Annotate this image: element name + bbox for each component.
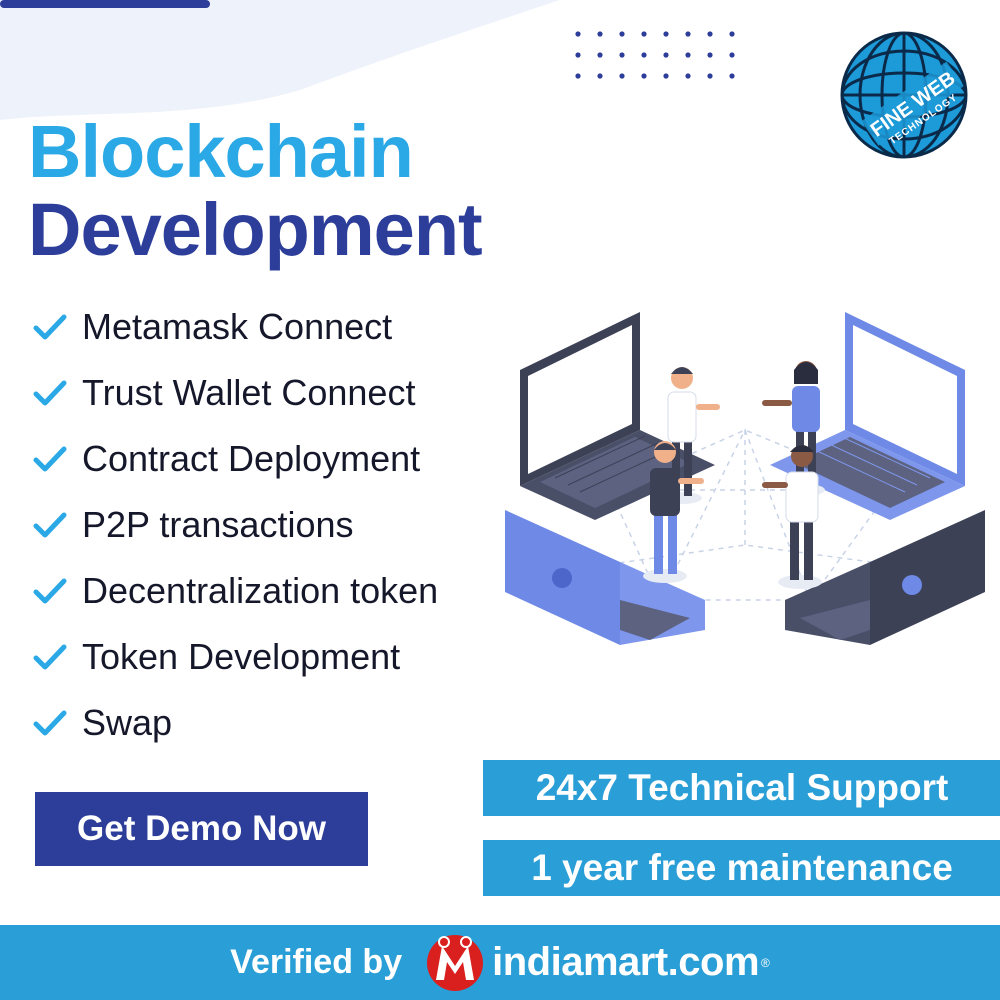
dot	[707, 73, 713, 79]
maintenance-badge: 1 year free maintenance	[483, 840, 1000, 896]
verified-by-label: Verified by	[230, 943, 403, 981]
person-4	[762, 445, 822, 589]
dot	[707, 31, 713, 37]
dot	[707, 52, 713, 58]
feature-item: Token Development	[30, 624, 438, 690]
feature-item: Trust Wallet Connect	[30, 360, 438, 426]
check-icon	[30, 439, 70, 479]
indiamart-brand: indiamart.com	[492, 940, 760, 984]
dot	[575, 73, 581, 79]
dot	[685, 73, 691, 79]
check-icon	[30, 373, 70, 413]
feature-label: Swap	[82, 702, 173, 743]
dot	[663, 31, 669, 37]
blockchain-network-illustration	[505, 312, 985, 645]
feature-item: Contract Deployment	[30, 426, 438, 492]
check-icon	[30, 703, 70, 743]
laptop-bottom-left	[505, 510, 705, 645]
laptop-top-right	[770, 312, 965, 520]
person-3	[643, 441, 704, 583]
dot	[685, 52, 691, 58]
dot	[597, 31, 603, 37]
dot	[619, 52, 625, 58]
dot	[641, 52, 647, 58]
indiamart-m-icon	[427, 934, 484, 991]
feature-label: Token Development	[82, 636, 401, 677]
check-icon	[30, 637, 70, 677]
dot	[597, 52, 603, 58]
dot	[575, 31, 581, 37]
person-1	[662, 367, 720, 504]
dot	[663, 52, 669, 58]
dot	[575, 52, 581, 58]
get-demo-button[interactable]: Get Demo Now	[35, 792, 368, 866]
feature-item: Metamask Connect	[30, 294, 438, 360]
dot	[641, 31, 647, 37]
dot	[641, 73, 647, 79]
feature-item: P2P transactions	[30, 492, 438, 558]
feature-item: Decentralization token	[30, 558, 438, 624]
feature-item: Swap	[30, 690, 438, 756]
check-icon	[30, 505, 70, 545]
footer-banner: Verified by indiamart.com ®	[0, 925, 1000, 1000]
check-icon	[30, 571, 70, 611]
fine-web-logo-icon: FINE WEB TECHNOLOGY	[840, 31, 968, 159]
check-icon	[30, 307, 70, 347]
laptop-top-left	[520, 312, 715, 520]
support-badge: 24x7 Technical Support	[483, 760, 1000, 816]
dot	[619, 73, 625, 79]
laptop-bottom-right	[785, 510, 985, 645]
feature-label: P2P transactions	[82, 504, 354, 545]
title-line-2: Development	[28, 188, 483, 271]
dot	[729, 31, 735, 37]
dot	[619, 31, 625, 37]
dot	[685, 31, 691, 37]
feature-label: Trust Wallet Connect	[82, 372, 416, 413]
feature-label: Decentralization token	[82, 570, 439, 611]
dot	[663, 73, 669, 79]
dot-grid	[575, 31, 735, 79]
registered-mark: ®	[761, 955, 770, 970]
dot	[729, 52, 735, 58]
dot	[597, 73, 603, 79]
feature-label: Metamask Connect	[82, 306, 393, 347]
title-line-1: Blockchain	[28, 110, 414, 193]
feature-label: Contract Deployment	[82, 438, 421, 479]
dot	[729, 73, 735, 79]
